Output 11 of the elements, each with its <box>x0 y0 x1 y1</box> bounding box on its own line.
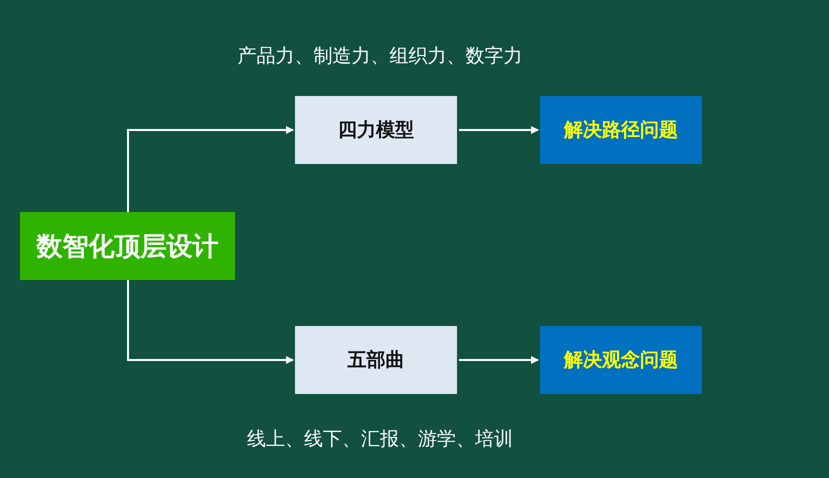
process-box: 四力模型 <box>295 96 457 164</box>
note-text: 线上、线下、汇报、游学、培训 <box>247 427 513 452</box>
title-box: 数智化顶层设计 <box>20 212 235 280</box>
arrow <box>459 356 539 364</box>
note-text: 产品力、制造力、组织力、数字力 <box>238 44 522 69</box>
arrow <box>459 126 539 134</box>
arrow <box>127 126 294 212</box>
process-box: 五部曲 <box>295 326 457 394</box>
result-box: 解决路径问题 <box>540 96 702 164</box>
result-box: 解决观念问题 <box>540 326 702 394</box>
arrow <box>127 280 294 364</box>
